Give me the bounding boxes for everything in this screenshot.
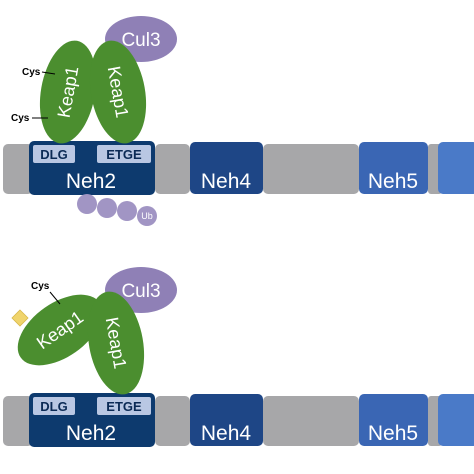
bottom-cys-pointer bbox=[49, 291, 61, 305]
bottom-cys-label: Cys bbox=[31, 281, 50, 292]
electrophile-diamond-icon bbox=[11, 309, 29, 327]
top-etge-label: ETGE bbox=[106, 147, 142, 162]
bottom-keap1-left: Keap1 bbox=[17, 294, 103, 366]
top-neh4-label: Neh4 bbox=[201, 170, 252, 193]
bottom-neh5-domain bbox=[359, 394, 428, 446]
top-cys-label-1: Cys bbox=[22, 67, 41, 78]
top-keap1-left-shape bbox=[39, 40, 97, 144]
top-cys-pointer-1 bbox=[41, 71, 56, 75]
top-dlg-box bbox=[33, 145, 75, 163]
top-cul3-label: Cul3 bbox=[121, 30, 160, 51]
bottom-dlg-box bbox=[33, 397, 75, 415]
bottom-panel: DLG ETGE Neh2 Neh4 Neh5 Cul3 Keap1 Keap1… bbox=[3, 267, 474, 447]
top-ubiquitin-chain: Ub bbox=[77, 194, 157, 226]
bottom-neh5-label: Neh5 bbox=[368, 422, 418, 445]
ubiquitin-bead bbox=[97, 198, 117, 218]
ubiquitin-bead bbox=[117, 201, 137, 221]
top-keap1-right: Keap1 bbox=[89, 40, 147, 144]
top-keap1-left: Keap1 bbox=[39, 40, 97, 144]
bottom-protein-bar: DLG ETGE Neh2 Neh4 Neh5 bbox=[3, 393, 474, 447]
bottom-neh4-domain bbox=[190, 394, 263, 446]
top-dlg-label: DLG bbox=[40, 147, 67, 162]
ubiquitin-bead-ub bbox=[137, 206, 157, 226]
top-neh5-label: Neh5 bbox=[368, 170, 418, 193]
bottom-neh-right-domain bbox=[438, 394, 474, 446]
top-keap1-right-shape bbox=[89, 40, 147, 144]
top-linker-neh4-neh5 bbox=[263, 144, 359, 194]
bottom-dlg-label: DLG bbox=[40, 399, 67, 414]
top-cys-annotations: Cys Cys bbox=[11, 67, 56, 124]
bottom-etge-label: ETGE bbox=[106, 399, 142, 414]
bottom-keap1-left-shape bbox=[17, 294, 103, 366]
top-neh2-label: Neh2 bbox=[66, 170, 116, 193]
top-panel: DLG ETGE Neh2 Neh4 Neh5 Ub Cul3 Keap1 K bbox=[3, 16, 474, 226]
top-etge-box bbox=[97, 145, 151, 163]
bottom-keap1-right-shape bbox=[87, 291, 145, 395]
top-cys-label-2: Cys bbox=[11, 113, 30, 124]
top-neh-right-domain bbox=[438, 142, 474, 194]
top-linker-neh2-neh4 bbox=[155, 144, 190, 194]
bottom-neh2-label: Neh2 bbox=[66, 422, 116, 445]
bottom-linker-neh4-neh5 bbox=[263, 396, 359, 446]
bottom-neh4-label: Neh4 bbox=[201, 422, 252, 445]
top-neh5-domain bbox=[359, 142, 428, 194]
top-linker-left bbox=[3, 144, 33, 194]
top-protein-bar: DLG ETGE Neh2 Neh4 Neh5 bbox=[3, 141, 474, 195]
ubiquitin-label: Ub bbox=[141, 211, 153, 221]
bottom-etge-box bbox=[97, 397, 151, 415]
bottom-keap1-right: Keap1 bbox=[87, 291, 145, 395]
bottom-linker-neh2-neh4 bbox=[155, 396, 190, 446]
top-neh4-domain bbox=[190, 142, 263, 194]
ubiquitin-bead bbox=[77, 194, 97, 214]
bottom-linker-left bbox=[3, 396, 33, 446]
bottom-cul3-label: Cul3 bbox=[121, 281, 160, 302]
bottom-cys-annotation: Cys bbox=[11, 281, 61, 327]
